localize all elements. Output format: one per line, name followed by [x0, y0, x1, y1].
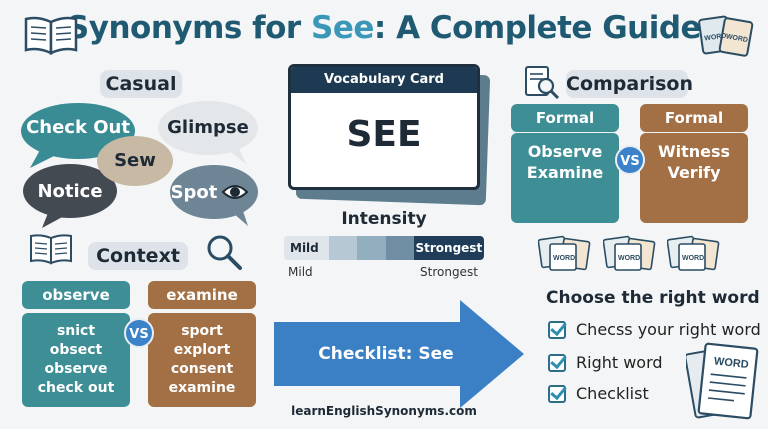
svg-text:WORD: WORD — [725, 33, 748, 44]
casual-label: Casual — [100, 70, 182, 98]
svg-text:WORD: WORD — [704, 32, 727, 42]
bubble-sew: Sew — [114, 150, 156, 171]
choose-title: Choose the right word — [546, 288, 760, 308]
context-right-word: explort — [173, 342, 231, 358]
svg-text:WORD: WORD — [618, 255, 640, 262]
bubble-spot: Spot — [170, 182, 218, 203]
checklist-arrow — [274, 300, 524, 408]
open-book-icon — [24, 16, 78, 55]
context-right-head: examine — [148, 281, 256, 309]
checkbox-checked-icon[interactable] — [548, 384, 566, 403]
checklist-item-label: Right word — [576, 353, 663, 372]
title-accent: See — [311, 10, 374, 46]
context-right-word: examine — [168, 380, 236, 396]
comparison-left-word: Examine — [526, 163, 604, 182]
footer-site: learnEnglishSynonyms.com — [291, 404, 477, 418]
comparison-left-head: Formal — [511, 104, 619, 132]
context-label: Context — [88, 242, 188, 270]
checkbox-checked-icon[interactable] — [548, 353, 566, 372]
intensity-strongest-caption: Strongest — [420, 265, 478, 279]
checklist-item[interactable]: Right word — [548, 353, 663, 372]
bubble-check-out: Check Out — [26, 117, 130, 138]
open-book-icon — [30, 234, 72, 265]
card-word: SEE — [346, 114, 422, 155]
context-left-word: obsect — [49, 342, 103, 358]
svg-text:WORD: WORD — [553, 255, 575, 262]
context-right-word: sport — [181, 323, 223, 339]
checklist-item[interactable]: Checss your right word — [548, 320, 761, 339]
intensity-bar: Mild Strongest — [284, 236, 484, 260]
intensity-bar-strongest: Strongest — [413, 236, 484, 260]
word-cards-icon: WORD WORD — [698, 15, 754, 57]
vocabulary-card: Vocabulary Card SEE — [288, 64, 480, 190]
checkbox-checked-icon[interactable] — [548, 320, 566, 339]
context-vs-badge: VS — [124, 318, 154, 348]
comparison-label: Comparison — [566, 70, 693, 98]
checklist-item[interactable]: Checklist — [548, 384, 649, 403]
word-cards-icon: WORD — [667, 235, 720, 271]
eye-icon — [221, 185, 249, 199]
comparison-left-body: Observe Examine — [511, 133, 619, 223]
title-prefix: Synonyms for — [66, 10, 312, 46]
context-right-word: consent — [170, 361, 234, 377]
context-right-body: sport explort consent examine — [148, 313, 256, 407]
comparison-right-word: Witness — [657, 142, 731, 161]
intensity-label: Intensity — [341, 209, 427, 229]
intensity-step — [385, 236, 414, 260]
intensity-mild-caption: Mild — [288, 265, 313, 279]
card-header: Vocabulary Card — [291, 67, 477, 93]
checklist-item-label: Checss your right word — [576, 320, 761, 339]
arrow-label: Checklist: See — [318, 344, 454, 364]
context-left-word: check out — [37, 380, 115, 396]
comparison-vs-badge: VS — [615, 145, 645, 175]
bubble-glimpse: Glimpse — [167, 117, 249, 138]
context-left-word: snict — [56, 323, 96, 339]
checklist-item-label: Checklist — [576, 384, 649, 403]
comparison-right-body: Witness Verify — [640, 133, 748, 223]
svg-text:WORD: WORD — [713, 355, 749, 371]
word-cards-icon: WORD — [603, 235, 656, 271]
document-search-icon — [525, 66, 560, 100]
comparison-right-head: Formal — [640, 104, 748, 132]
intensity-step — [357, 236, 386, 260]
context-left-word: observe — [44, 361, 108, 377]
magnifier-icon — [207, 235, 242, 270]
context-left-body: snict obsect observe check out — [22, 313, 130, 407]
worksheet-icon: WORD — [686, 342, 759, 420]
word-cards-icon: WORD — [538, 235, 591, 271]
svg-text:WORD: WORD — [682, 255, 704, 262]
context-left-head: observe — [22, 281, 130, 309]
bubble-notice: Notice — [37, 181, 103, 202]
title-suffix: : A Complete Guide — [373, 10, 702, 46]
page-title: Synonyms for See: A Complete Guide — [0, 10, 768, 46]
comparison-left-word: Observe — [527, 142, 603, 161]
intensity-step — [329, 236, 358, 260]
intensity-bar-mild: Mild — [284, 236, 330, 260]
casual-bubbles — [21, 101, 258, 228]
comparison-right-word: Verify — [667, 163, 721, 182]
